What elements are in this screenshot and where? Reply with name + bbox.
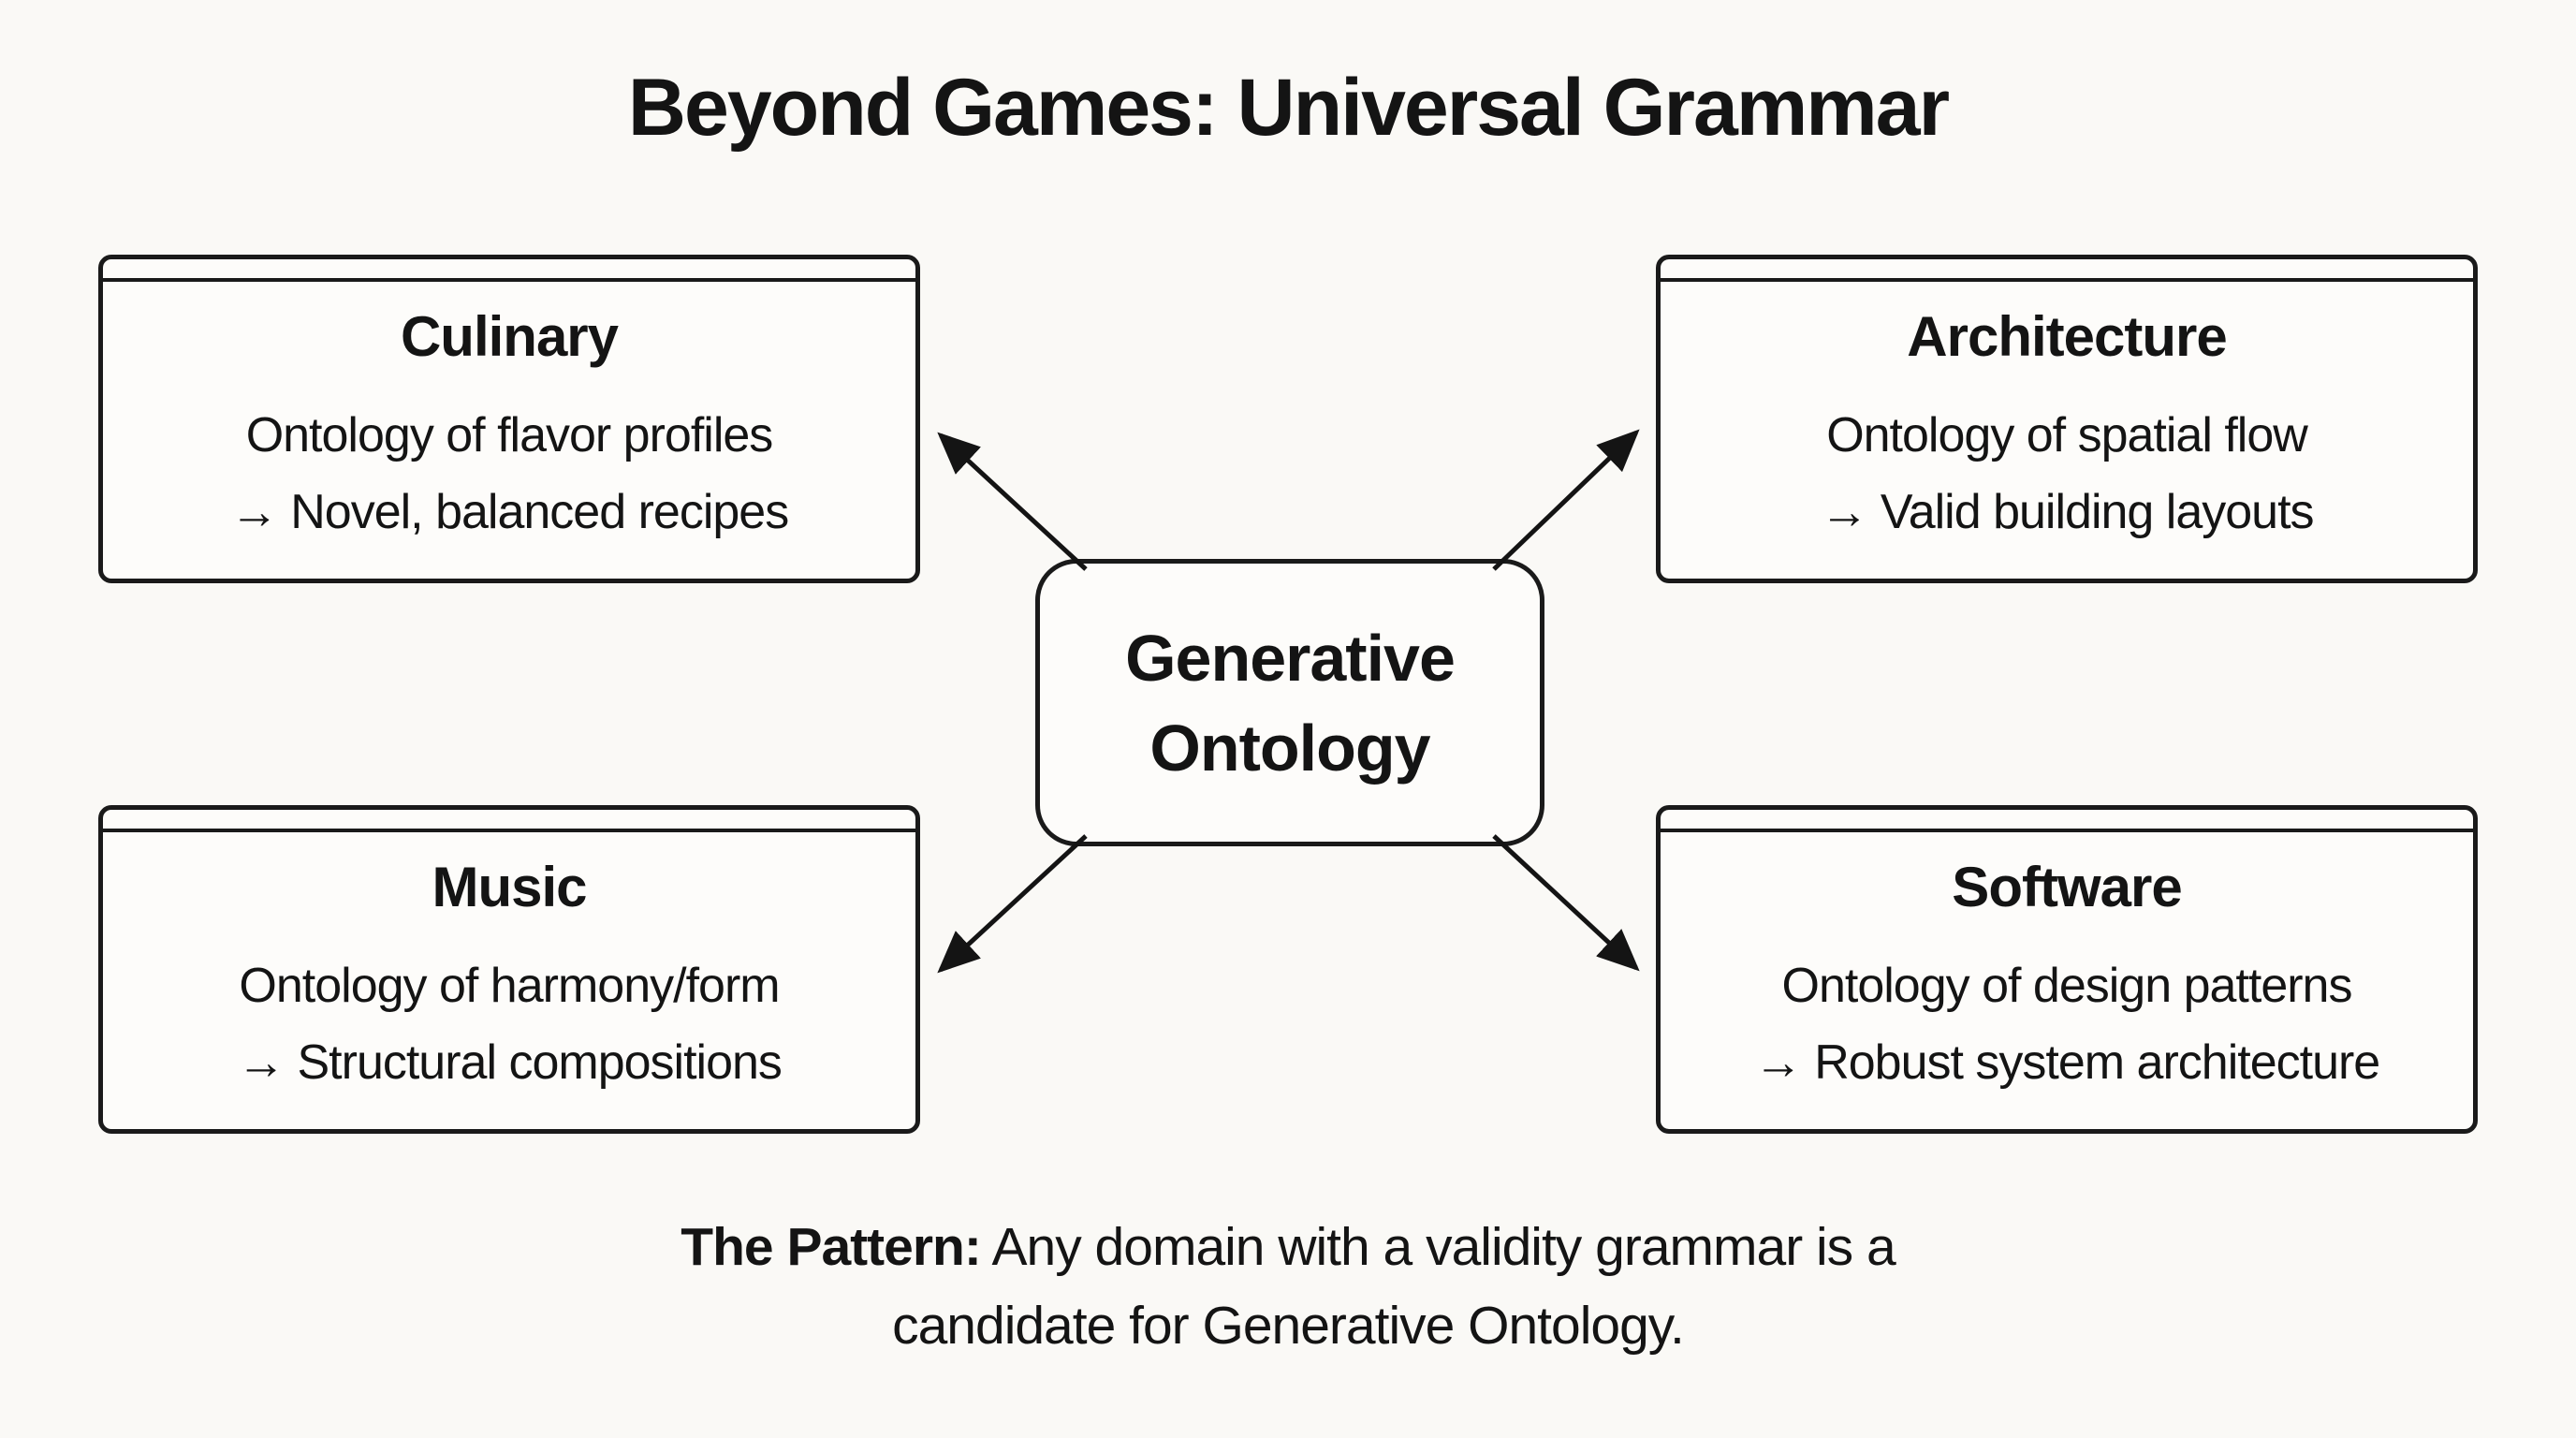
- pattern-note-line1: The Pattern: Any domain with a validity …: [0, 1208, 2576, 1286]
- domain-description: Ontology of design patterns → Robust sys…: [1661, 947, 2473, 1101]
- domain-card-culinary: Culinary Ontology of flavor profiles → N…: [98, 255, 920, 583]
- pattern-note-label: The Pattern:: [681, 1217, 982, 1277]
- arrow-to-music: [937, 834, 1088, 974]
- domain-ontology-line: Ontology of flavor profiles: [245, 408, 774, 462]
- domain-result-line: → Robust system architecture: [1753, 1035, 2380, 1090]
- card-header-rule: [1661, 259, 2473, 282]
- arrow-to-culinary: [937, 432, 1088, 571]
- domain-name: Software: [1952, 856, 2182, 918]
- domain-card-architecture: Architecture Ontology of spatial flow → …: [1656, 255, 2478, 583]
- domain-name: Culinary: [400, 305, 619, 368]
- diagram-title: Beyond Games: Universal Grammar: [627, 63, 1950, 153]
- domain-card-music: Music Ontology of harmony/form → Structu…: [98, 805, 920, 1134]
- domain-description: Ontology of flavor profiles → Novel, bal…: [103, 397, 915, 550]
- domain-description: Ontology of spatial flow → Valid buildin…: [1661, 397, 2473, 550]
- domain-description: Ontology of harmony/form → Structural co…: [103, 947, 915, 1101]
- domain-ontology-line: Ontology of harmony/form: [239, 959, 780, 1013]
- domain-ontology-line: Ontology of design patterns: [1781, 959, 2353, 1013]
- center-node-label: Generative Ontology: [1125, 621, 1456, 785]
- arrow-to-software: [1492, 834, 1640, 972]
- card-header-rule: [103, 810, 915, 832]
- card-header-rule: [1661, 810, 2473, 832]
- domain-name: Music: [432, 856, 587, 918]
- domain-result-line: → Novel, balanced recipes: [229, 485, 789, 539]
- domain-name: Architecture: [1907, 305, 2227, 368]
- pattern-note-line2: candidate for Generative Ontology.: [892, 1296, 1685, 1356]
- arrow-to-architecture: [1492, 429, 1640, 571]
- domain-result-line: → Structural compositions: [237, 1035, 783, 1090]
- domain-ontology-line: Ontology of spatial flow: [1826, 408, 2308, 462]
- pattern-note-line1-rest: Any domain with a validity grammar is a: [980, 1217, 1896, 1277]
- domain-result-line: → Valid building layouts: [1820, 485, 2314, 539]
- domain-card-software: Software Ontology of design patterns → R…: [1656, 805, 2478, 1134]
- center-node-generative-ontology: Generative Ontology: [1035, 559, 1544, 846]
- pattern-note: The Pattern: Any domain with a validity …: [0, 1208, 2576, 1365]
- card-header-rule: [103, 259, 915, 282]
